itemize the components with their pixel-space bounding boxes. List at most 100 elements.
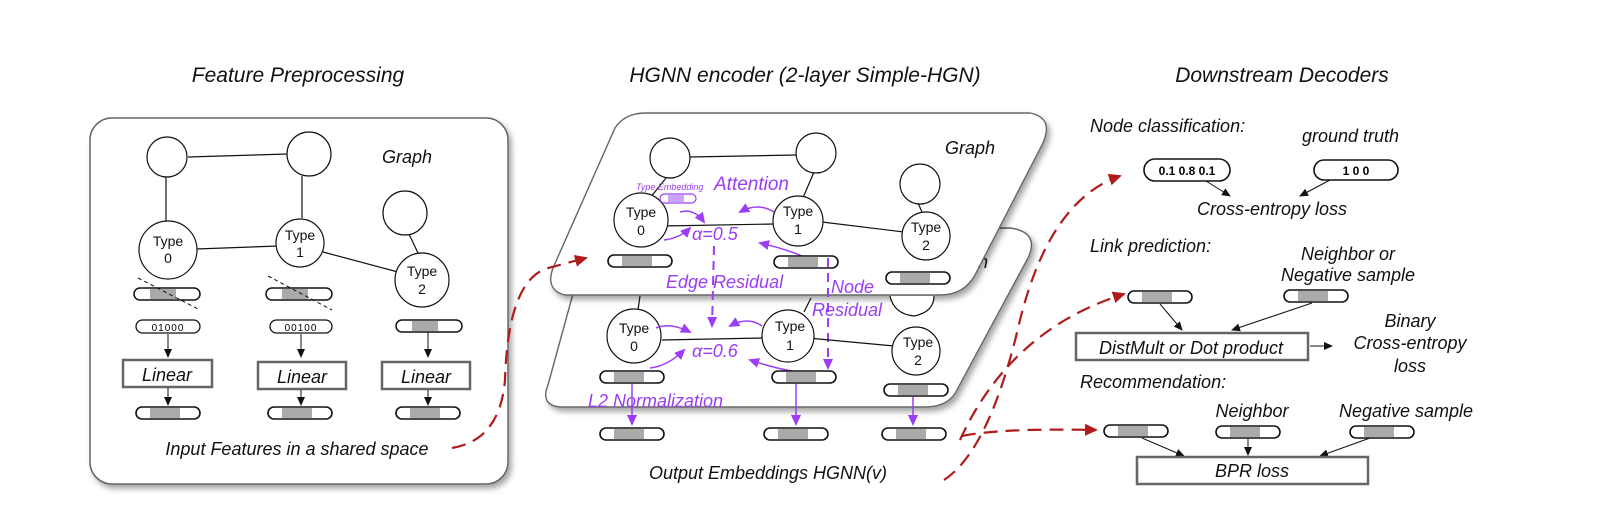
svg-text:1: 1	[794, 221, 802, 237]
output-embedding	[763, 427, 829, 441]
preprocessing-title: Feature Preprocessing	[192, 64, 405, 87]
type-embedding-label: Type Embedding	[636, 182, 703, 192]
node-type-0	[138, 220, 198, 280]
svg-text:DistMult or Dot product: DistMult or Dot product	[1099, 338, 1284, 358]
svg-text:Type: Type	[903, 334, 934, 350]
svg-text:Type: Type	[407, 263, 438, 279]
linear-box	[380, 360, 472, 391]
flow-arrow-input	[451, 254, 588, 450]
node-type-2	[394, 252, 450, 308]
raw-feature-vector	[265, 275, 333, 311]
node-type-2	[901, 211, 951, 261]
graph-node	[286, 131, 332, 177]
svg-text:Type: Type	[783, 203, 814, 219]
svg-text:Linear: Linear	[277, 367, 328, 387]
link-prediction-label: Link prediction:	[1090, 236, 1211, 256]
cross-entropy-loss: Cross-entropy loss	[1197, 199, 1347, 219]
target-embedding	[1283, 289, 1349, 303]
raw-feature-vector	[133, 277, 201, 311]
svg-text:Type: Type	[285, 227, 316, 243]
svg-text:0: 0	[630, 338, 638, 354]
svg-text:Linear: Linear	[142, 365, 193, 385]
negative-embedding	[1349, 425, 1415, 439]
ground-truth-vector	[1313, 159, 1399, 181]
svg-text:BPR loss: BPR loss	[1215, 461, 1289, 481]
svg-text:1 0 0: 1 0 0	[1343, 164, 1370, 178]
edge-residual-arrow	[707, 245, 718, 328]
alpha-bottom: α=0.6	[692, 341, 739, 361]
svg-text:1: 1	[786, 337, 794, 353]
source-embedding	[1127, 290, 1193, 304]
svg-text:1: 1	[296, 244, 304, 260]
graph-node	[146, 136, 188, 178]
svg-text:Negative sample: Negative sample	[1281, 265, 1415, 285]
flow-arrow-node-classification	[943, 173, 1122, 481]
graph-node	[795, 132, 837, 174]
bpr-loss-box	[1135, 455, 1370, 486]
node-residual-label: Node	[831, 277, 874, 297]
node-type-1	[772, 195, 824, 247]
svg-text:loss: loss	[1394, 356, 1426, 376]
decoders-title: Downstream Decoders	[1175, 64, 1389, 87]
decoders-panel: Node classification: ground truth 0.1 0.…	[1074, 116, 1473, 486]
graph-node	[649, 137, 691, 179]
hidden-vector	[883, 383, 949, 397]
l2-normalization-label: L2 Normalization	[588, 391, 723, 411]
svg-text:0.1 0.8 0.1: 0.1 0.8 0.1	[1159, 164, 1216, 178]
output-caption: Output Embeddings HGNN(v)	[649, 463, 887, 483]
node-classification-label: Node classification:	[1090, 116, 1245, 136]
distmult-box	[1074, 331, 1310, 362]
preprocessing-panel: Graph Type 0 Type 1 Type 2	[89, 117, 509, 485]
recommendation-label: Recommendation:	[1080, 372, 1226, 392]
graph-label: Graph	[945, 138, 995, 158]
user-embedding	[1103, 424, 1169, 438]
svg-text:Neighbor or: Neighbor or	[1301, 244, 1396, 264]
output-embedding	[881, 427, 947, 441]
svg-text:2: 2	[922, 237, 930, 253]
svg-text:Type: Type	[775, 318, 806, 334]
node-type-0	[613, 192, 669, 248]
svg-text:2: 2	[914, 352, 922, 368]
onehot-vector	[135, 319, 201, 334]
svg-text:Neighbor: Neighbor	[1215, 401, 1289, 421]
shared-feature-vector	[395, 406, 461, 420]
input-vector	[607, 254, 673, 268]
hidden-vector	[599, 370, 665, 384]
graph-node	[899, 163, 941, 205]
node-type-1	[275, 218, 325, 268]
svg-text:Type: Type	[153, 233, 184, 249]
ground-truth-label: ground truth	[1302, 126, 1399, 146]
node-residual-label-2: Residual	[812, 300, 883, 320]
graph-label: Graph	[382, 147, 432, 167]
svg-text:Type: Type	[911, 219, 942, 235]
binary-ce-loss: Binary	[1384, 311, 1436, 331]
svg-text:0: 0	[637, 222, 645, 238]
alpha-top: α=0.5	[692, 224, 739, 244]
prediction-vector	[1143, 158, 1231, 182]
svg-text:00100: 00100	[285, 323, 318, 334]
shared-feature-vector	[135, 406, 201, 420]
linear-box	[121, 358, 214, 389]
linear-box	[256, 360, 348, 391]
flow-arrow-link-prediction	[958, 291, 1126, 441]
onehot-vector	[269, 319, 333, 334]
svg-text:Type: Type	[619, 320, 650, 336]
node-type-2	[891, 326, 941, 376]
raw-feature-vector	[395, 319, 463, 333]
input-vector	[773, 255, 839, 269]
graph-node	[382, 190, 428, 236]
neighbor-embedding	[1215, 425, 1281, 439]
svg-text:0: 0	[164, 250, 172, 266]
encoder-panel: ph Graph Type 0 Type 1 Type 2 Type Embed…	[545, 112, 1048, 483]
node-type-0	[606, 308, 662, 364]
flow-arrow-recommendation	[961, 423, 1098, 438]
svg-text:Type: Type	[626, 204, 657, 220]
input-caption: Input Features in a shared space	[165, 439, 428, 459]
edge-residual-label: Edge Residual	[666, 272, 784, 292]
encoder-title: HGNN encoder (2-layer Simple-HGN)	[629, 64, 980, 87]
output-embedding	[599, 427, 665, 441]
svg-text:Linear: Linear	[401, 367, 452, 387]
svg-text:01000: 01000	[152, 323, 185, 334]
attention-label: Attention	[713, 174, 789, 195]
input-vector	[885, 271, 951, 285]
